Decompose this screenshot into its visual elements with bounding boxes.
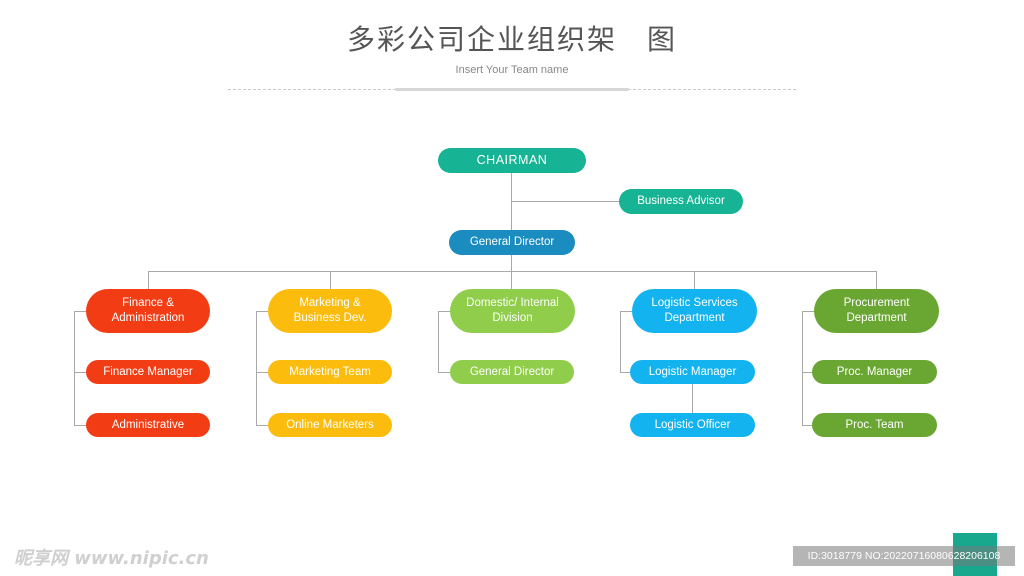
connector-drop-procurement: [876, 271, 877, 289]
node-dept-logistic: Logistic Services Department: [632, 289, 757, 333]
title-divider-accent: [395, 88, 629, 91]
connector-domestic-tick-1: [438, 372, 450, 373]
node-dept-domestic: Domestic/ Internal Division: [450, 289, 575, 333]
connector-logistic-chain: [692, 384, 693, 413]
connector-logistic-branch: [620, 311, 621, 373]
connector-drop-finance: [148, 271, 149, 289]
node-general-director: General Director: [449, 230, 575, 255]
connector-procurement-branch: [802, 311, 803, 426]
node-logistic-manager: Logistic Manager: [630, 360, 755, 384]
page-subtitle: Insert Your Team name: [455, 64, 569, 76]
node-domestic-general-director: General Director: [450, 360, 574, 384]
node-dept-marketing: Marketing & Business Dev.: [268, 289, 392, 333]
node-marketing-team: Marketing Team: [268, 360, 392, 384]
connector-logistic-tick-1: [620, 372, 632, 373]
connector-marketing-branch: [256, 311, 257, 426]
connector-finance-tick-dept: [74, 311, 86, 312]
connector-procurement-tick-1: [802, 372, 814, 373]
connector-drop-marketing: [330, 271, 331, 289]
watermark-site: 昵享网 www.nipic.cn: [14, 548, 209, 569]
connector-domestic-branch: [438, 311, 439, 373]
node-dept-finance: Finance & Administration: [86, 289, 210, 333]
connector-drop-domestic: [511, 271, 512, 289]
connector-drop-logistic: [694, 271, 695, 289]
connector-logistic-tick-dept: [620, 311, 632, 312]
node-chairman: CHAIRMAN: [438, 148, 586, 173]
node-proc-team: Proc. Team: [812, 413, 937, 437]
connector-department-bus: [148, 271, 877, 272]
connector-finance-tick-1: [74, 372, 86, 373]
node-dept-procurement: Procurement Department: [814, 289, 939, 333]
watermark-id: ID:3018779 NO:20220716080628206108: [793, 546, 1015, 566]
connector-procurement-tick-2: [802, 425, 814, 426]
connector-marketing-tick-dept: [256, 311, 268, 312]
connector-procurement-tick-dept: [802, 311, 814, 312]
connector-domestic-tick-dept: [438, 311, 450, 312]
connector-marketing-tick-1: [256, 372, 268, 373]
connector-marketing-tick-2: [256, 425, 268, 426]
page-title: 多彩公司企业组织架 图: [346, 23, 677, 56]
connector-to-advisor: [511, 201, 619, 202]
node-online-marketers: Online Marketers: [268, 413, 392, 437]
connector-finance-tick-2: [74, 425, 86, 426]
node-business-advisor: Business Advisor: [619, 189, 743, 214]
node-proc-manager: Proc. Manager: [812, 360, 937, 384]
connector-finance-branch: [74, 311, 75, 426]
connector-director-to-bus: [511, 254, 512, 271]
node-administrative: Administrative: [86, 413, 210, 437]
node-finance-manager: Finance Manager: [86, 360, 210, 384]
node-logistic-officer: Logistic Officer: [630, 413, 755, 437]
